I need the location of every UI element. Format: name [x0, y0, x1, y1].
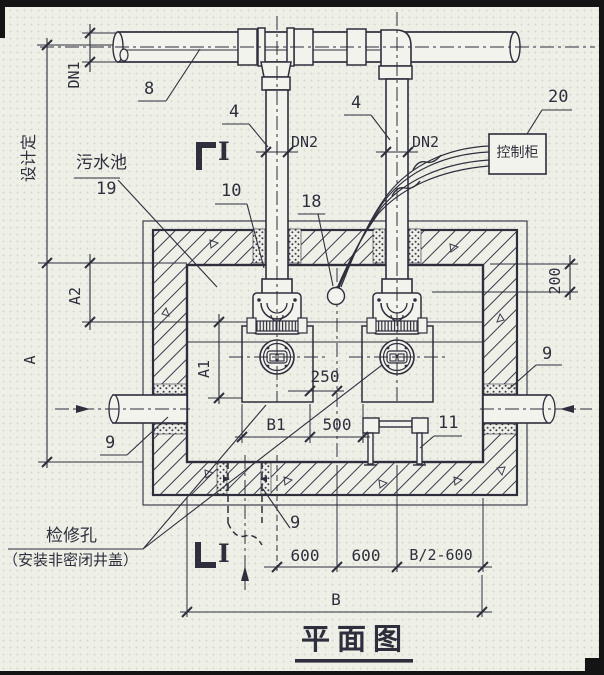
cable-break-mark: [391, 180, 421, 197]
item-4-right-label: 4: [351, 93, 362, 113]
pit-wall-outer-edge: [151, 228, 519, 497]
dim-dn2-right-label: DN2: [412, 133, 440, 151]
pit-outer-outline: [142, 220, 528, 506]
drawing-title: 平面图: [300, 622, 409, 656]
inflow-arrow-left: [76, 405, 90, 413]
ladder: [362, 417, 429, 466]
drain-flow-arrow: [241, 566, 249, 581]
control-cabinet-box: [488, 133, 547, 175]
dim-600-1-label: 600: [290, 546, 320, 565]
dimension-lines: [46, 24, 571, 613]
section-letter-top: I: [218, 137, 230, 166]
concrete-symbols: [161, 239, 506, 489]
item-9-right-label: 9: [542, 344, 553, 364]
float-switch-ball: [326, 286, 346, 306]
dim-a-label: A: [21, 355, 40, 365]
item-18-label: 18: [301, 192, 322, 212]
item-8-label: 8: [144, 79, 155, 99]
dim-250-label: 250: [310, 367, 340, 386]
elbow-fitting: [378, 29, 413, 80]
section-mark-top-bracket: [196, 142, 216, 170]
design-note-label: 设计定: [18, 134, 38, 183]
dim-dn1-label: DN1: [65, 61, 84, 89]
dim-b-label: B: [331, 590, 341, 609]
item-4-left-label: 4: [229, 102, 240, 122]
item-20-label: 20: [548, 87, 569, 107]
dim-200-label: 200: [546, 267, 565, 295]
inflow-arrow-right: [560, 405, 574, 413]
pipe-end-detail: [119, 48, 129, 62]
sump-label: 污水池: [76, 153, 127, 173]
dim-b2-600-label: B/2-600: [409, 546, 473, 564]
control-cables: [333, 145, 490, 297]
title-underline: [295, 659, 413, 663]
flow-arrows: [76, 405, 574, 581]
item-19-label: 19: [96, 179, 117, 199]
dim-dn2-left-label: DN2: [291, 133, 319, 151]
section-mark-bottom-bracket: [195, 542, 216, 568]
section-cut-marks: [195, 142, 216, 568]
dim-b1-label: B1: [266, 415, 286, 434]
pit-wall-inner-edge: [185, 263, 485, 464]
section-letter-bottom: I: [218, 539, 230, 568]
item-9-bottom-label: 9: [290, 513, 301, 533]
item-10-label: 10: [221, 181, 242, 201]
dim-a1-label: A1: [195, 359, 214, 379]
dim-600-2-label: 600: [351, 546, 381, 565]
dim-500-label: 500: [322, 415, 352, 434]
access-hole-label: 检修孔: [46, 526, 97, 546]
access-hole-note: （安装非密闭井盖）: [3, 551, 139, 569]
cable-break-mark: [412, 154, 442, 171]
item-9-left-label: 9: [105, 433, 116, 453]
item-11-label: 11: [438, 413, 459, 433]
dim-a2-label: A2: [66, 286, 85, 306]
control-cabinet-label: 控制柜: [496, 145, 539, 161]
dimension-ticks: [41, 27, 576, 618]
leader-lines: [8, 48, 572, 550]
